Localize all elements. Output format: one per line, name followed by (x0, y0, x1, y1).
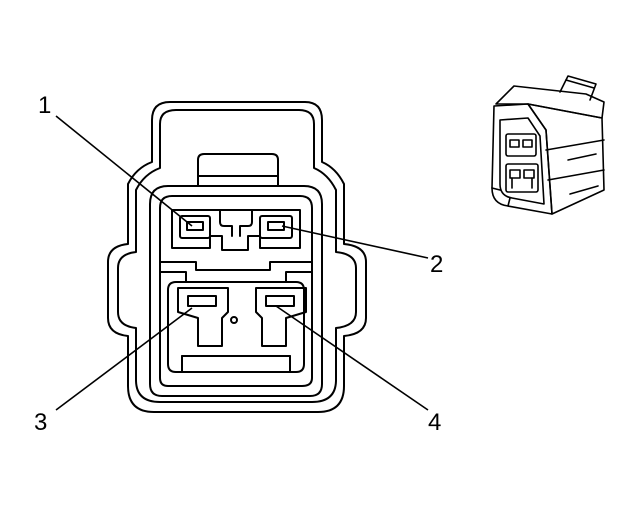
iso-body-top (495, 85, 605, 119)
leader-1 (55, 115, 193, 227)
callout-leaders (55, 115, 429, 411)
row-divider (159, 261, 313, 271)
connector-face-view (107, 101, 367, 413)
iso-front-outer (491, 103, 553, 215)
cavity-ring-inner (159, 195, 313, 387)
iso-front-inner (499, 117, 545, 205)
cavity-ring-outer (149, 185, 323, 397)
iso-upper-terminals (505, 133, 537, 157)
callout-1: 1 (38, 92, 51, 119)
callout-4: 4 (428, 409, 441, 436)
callout-3: 3 (34, 409, 47, 436)
terminal-1 (179, 215, 211, 239)
terminal-1-slot (186, 221, 204, 231)
terminal-2-slot (267, 221, 285, 231)
callout-2: 2 (430, 251, 443, 278)
housing-outer-outline (107, 101, 367, 413)
locking-latch (197, 153, 279, 187)
iso-latch (559, 75, 597, 101)
connector-isometric-view (491, 75, 605, 215)
lower-cavity (167, 281, 305, 373)
leader-3 (55, 307, 193, 411)
terminal-2 (259, 215, 293, 239)
terminal-4 (255, 287, 307, 347)
terminal-3-slot (187, 295, 217, 307)
leader-2 (281, 225, 429, 259)
locating-dot (230, 316, 238, 324)
leader-4 (275, 305, 429, 411)
iso-lower-terminals (505, 163, 539, 193)
terminal-4-slot (265, 295, 295, 307)
upper-terminal-frame (171, 209, 301, 251)
center-key (219, 209, 253, 237)
